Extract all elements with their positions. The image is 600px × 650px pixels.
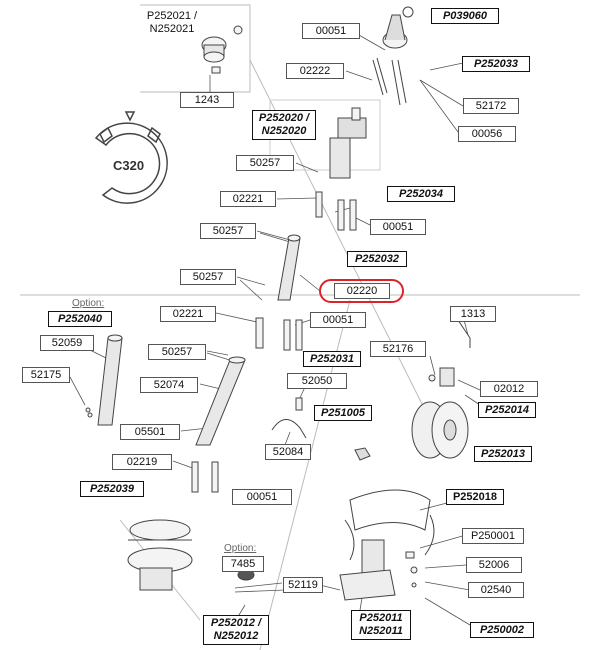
label-52175: 52175 xyxy=(22,367,70,383)
label-p039060: P039060 xyxy=(431,8,499,24)
label-52074: 52074 xyxy=(140,377,198,393)
label-p251005: P251005 xyxy=(314,405,372,421)
c320-clip-drawing xyxy=(94,111,168,204)
highlight-circle-02220 xyxy=(319,279,404,303)
option-mid-text: Option: xyxy=(224,543,257,554)
label-50257: 50257 xyxy=(148,344,206,360)
label-00056: 00056 xyxy=(458,126,516,142)
label-p252011: P252011 N252011 xyxy=(351,610,411,640)
label-1243: 1243 xyxy=(180,92,234,108)
label-p250001: P250001 xyxy=(462,528,524,544)
label-p252018: P252018 xyxy=(446,489,504,505)
label-p252039: P252039 xyxy=(80,481,144,497)
label-7485: 7485 xyxy=(222,556,264,572)
label-52084: 52084 xyxy=(265,444,311,460)
label-02222: 02222 xyxy=(286,63,344,79)
label-p252034: P252034 xyxy=(387,186,455,202)
c320-label: C320 xyxy=(113,158,145,173)
label-p250002: P250002 xyxy=(470,622,534,638)
part-drawings xyxy=(85,6,471,601)
label-50257: 50257 xyxy=(236,155,294,171)
label-52119: 52119 xyxy=(283,577,323,593)
label-p252032: P252032 xyxy=(347,251,407,267)
label-00051: 00051 xyxy=(310,312,366,328)
label-52006: 52006 xyxy=(466,557,522,573)
label-02221: 02221 xyxy=(220,191,276,207)
label-p252012: P252012 / N252012 xyxy=(203,615,269,645)
option-left-text: Option: xyxy=(72,298,105,309)
label-02221: 02221 xyxy=(160,306,216,322)
label-02012: 02012 xyxy=(480,381,538,397)
label-p252033: P252033 xyxy=(462,56,530,72)
label-50257: 50257 xyxy=(180,269,236,285)
label-p252020: P252020 / N252020 xyxy=(252,110,316,140)
label-p252013: P252013 xyxy=(474,446,532,462)
label-05501: 05501 xyxy=(120,424,180,440)
label-00051: 00051 xyxy=(232,489,292,505)
label-52172: 52172 xyxy=(463,98,519,114)
label-52050: 52050 xyxy=(287,373,347,389)
label-02219: 02219 xyxy=(112,454,172,470)
label-02220: 02220 xyxy=(334,283,390,299)
label-52176: 52176 xyxy=(370,341,426,357)
label-52059: 52059 xyxy=(40,335,94,351)
label-p252031: P252031 xyxy=(303,351,361,367)
label-00051: 00051 xyxy=(370,219,426,235)
label-p252014: P252014 xyxy=(478,402,536,418)
label-p252021: P252021 / N252021 xyxy=(146,10,198,35)
label-1313: 1313 xyxy=(450,306,496,322)
label-50257: 50257 xyxy=(200,223,256,239)
label-02540: 02540 xyxy=(468,582,524,598)
label-00051: 00051 xyxy=(302,23,360,39)
label-p252040: P252040 xyxy=(48,311,112,327)
